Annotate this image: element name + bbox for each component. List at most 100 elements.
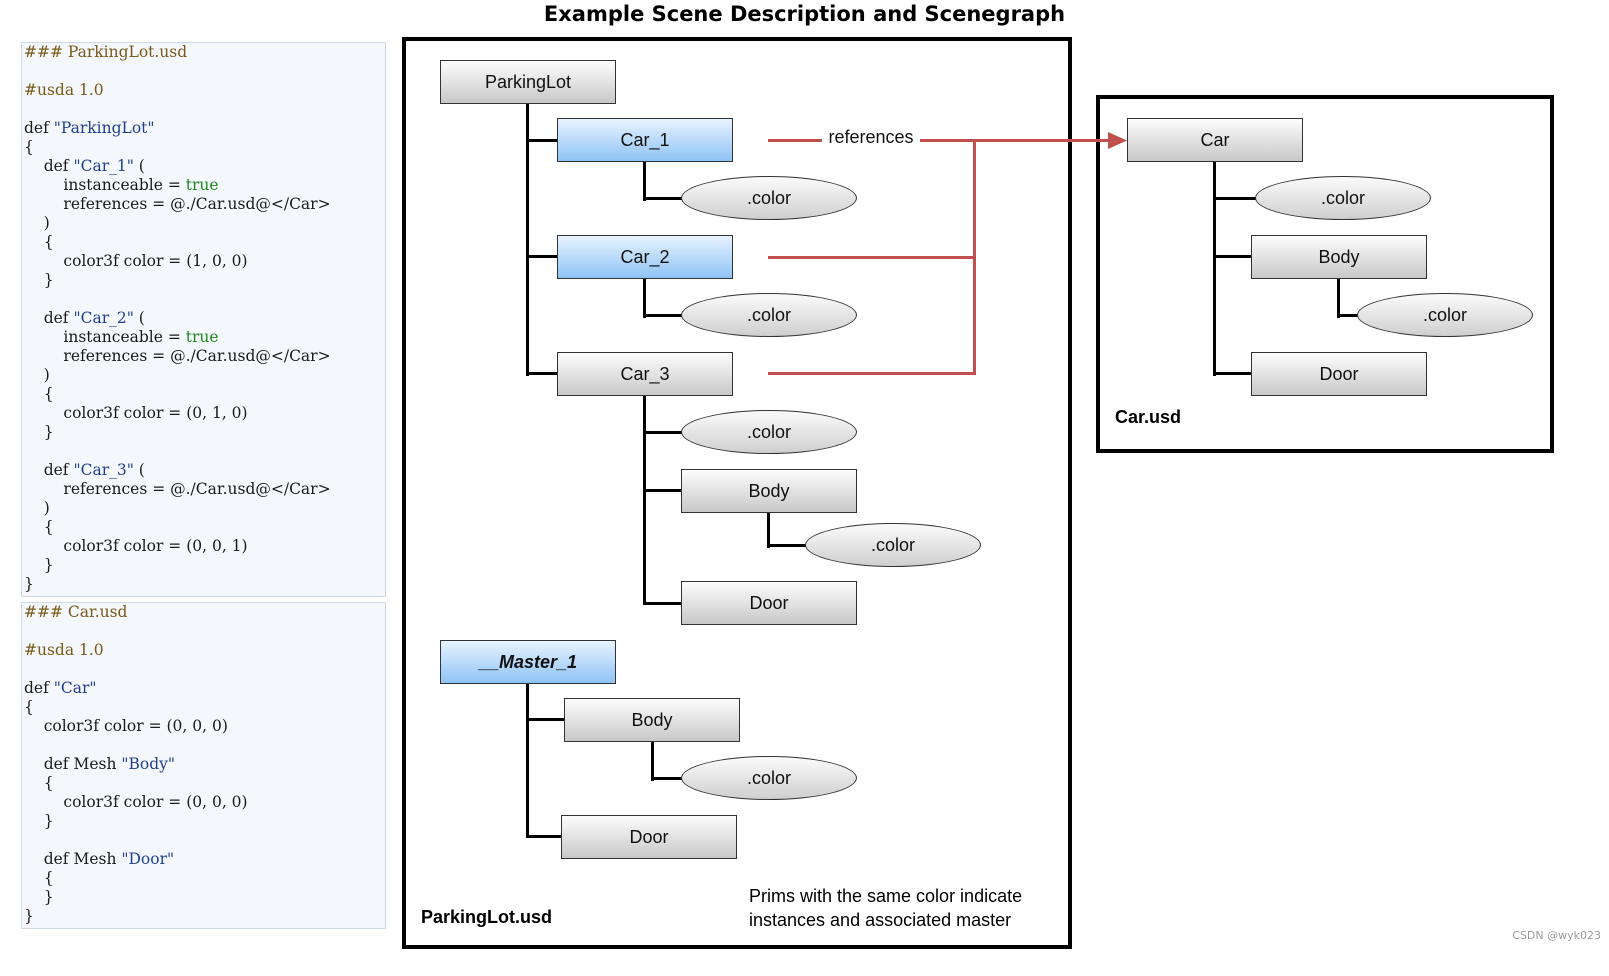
code-line: instanceable = true (24, 328, 219, 347)
reference-line-car-1 (768, 139, 1120, 142)
code-token: } (24, 888, 54, 906)
code-token: { (24, 385, 54, 403)
code-token: { (24, 774, 54, 792)
prim-door: Door (561, 815, 737, 859)
code-line: } (24, 907, 34, 926)
code-token: #usda 1.0 (24, 81, 104, 99)
attr-color: .color (681, 293, 857, 337)
code-line: def "Car_3" ( (24, 461, 145, 480)
connector (643, 431, 683, 434)
code-line: } (24, 575, 34, 594)
connector (651, 777, 683, 780)
code-token: ) (24, 499, 50, 517)
code-token: color3f color = (0, 1, 0) (24, 404, 248, 422)
code-line: def Mesh "Body" (24, 755, 175, 774)
connector (1213, 255, 1253, 258)
code-token: instanceable = (24, 176, 186, 194)
code-token: { (24, 138, 34, 156)
code-line: } (24, 423, 54, 442)
attr-color: .color (681, 176, 857, 220)
connector (1213, 162, 1216, 376)
prim-door: Door (1251, 352, 1427, 396)
code-line: { (24, 233, 54, 252)
code-token: def (24, 679, 54, 697)
prim-body: Body (564, 698, 740, 742)
code-token: color3f color = (0, 0, 1) (24, 537, 248, 555)
connector (643, 602, 683, 605)
code-line: } (24, 812, 54, 831)
code-line: instanceable = true (24, 176, 218, 195)
code-line: ) (24, 366, 50, 385)
connector (643, 279, 646, 318)
code-token: ( (133, 309, 145, 327)
code-token: } (24, 423, 54, 441)
connector (526, 684, 529, 838)
reference-line-car-2 (768, 256, 976, 259)
prim-door: Door (681, 581, 857, 625)
code-token: "Body" (121, 755, 176, 773)
code-token: ### Car.usd (24, 603, 128, 621)
code-line: { (24, 869, 54, 888)
code-line: def Mesh "Door" (24, 850, 174, 869)
car-file-label: Car.usd (1115, 407, 1182, 427)
parkinglot-file-label: ParkingLot.usd (421, 907, 553, 927)
code-line: { (24, 385, 54, 404)
code-token: "Car_3" (73, 461, 134, 479)
code-line: color3f color = (0, 0, 1) (24, 537, 248, 556)
code-token: "ParkingLot" (53, 119, 155, 137)
connector (651, 742, 654, 781)
code-token: def (24, 157, 74, 175)
connector (643, 314, 683, 317)
attr-color: .color (681, 410, 857, 454)
prim-body: Body (1251, 235, 1427, 279)
connector (526, 718, 566, 721)
code-token: ( (133, 157, 145, 175)
references-label: references (822, 127, 920, 148)
code-line: } (24, 271, 54, 290)
code-token: } (24, 556, 54, 574)
code-line: color3f color = (0, 0, 0) (24, 793, 248, 812)
legend-note-line: Prims with the same color indicate (749, 886, 1023, 906)
code-token: def (24, 309, 74, 327)
code-token: color3f color = (0, 0, 0) (24, 793, 248, 811)
code-token: ) (24, 366, 50, 384)
connector (526, 103, 529, 376)
code-token: { (24, 869, 54, 887)
code-token: } (24, 575, 34, 593)
code-line: color3f color = (1, 0, 0) (24, 252, 247, 271)
code-line: ) (24, 214, 50, 233)
code-line: color3f color = (0, 1, 0) (24, 404, 248, 423)
connector (643, 396, 646, 605)
code-token: true (185, 328, 219, 346)
code-token: { (24, 698, 34, 716)
code-token: } (24, 271, 54, 289)
attr-color: .color (681, 756, 857, 800)
code-line: color3f color = (0, 0, 0) (24, 717, 228, 736)
attr-color: .color (1357, 293, 1533, 337)
code-token: def Mesh (24, 850, 122, 868)
code-line: references = @./Car.usd@</Car> (24, 347, 331, 366)
code-line: def "ParkingLot" (24, 119, 155, 138)
prim-body: Body (681, 469, 857, 513)
attr-color: .color (805, 523, 981, 567)
code-line: def "Car_2" ( (24, 309, 145, 328)
prim-master-1: __Master_1 (440, 640, 616, 684)
code-line: { (24, 698, 34, 717)
code-line: def "Car_1" ( (24, 157, 145, 176)
code-token: references = @./Car.usd@</Car> (24, 480, 331, 498)
code-line: ### Car.usd (24, 603, 127, 622)
code-token: ( (133, 461, 145, 479)
code-token: def (24, 119, 54, 137)
code-token: #usda 1.0 (24, 641, 104, 659)
code-token: references = @./Car.usd@</Car> (24, 347, 331, 365)
connector (1337, 279, 1340, 318)
prim-parkinglot: ParkingLot (440, 60, 616, 104)
code-line: def "Car" (24, 679, 97, 698)
connector (1213, 197, 1256, 200)
code-token: instanceable = (24, 328, 186, 346)
connector (1213, 372, 1253, 375)
prim-car: Car (1127, 118, 1303, 162)
code-line: } (24, 888, 54, 907)
